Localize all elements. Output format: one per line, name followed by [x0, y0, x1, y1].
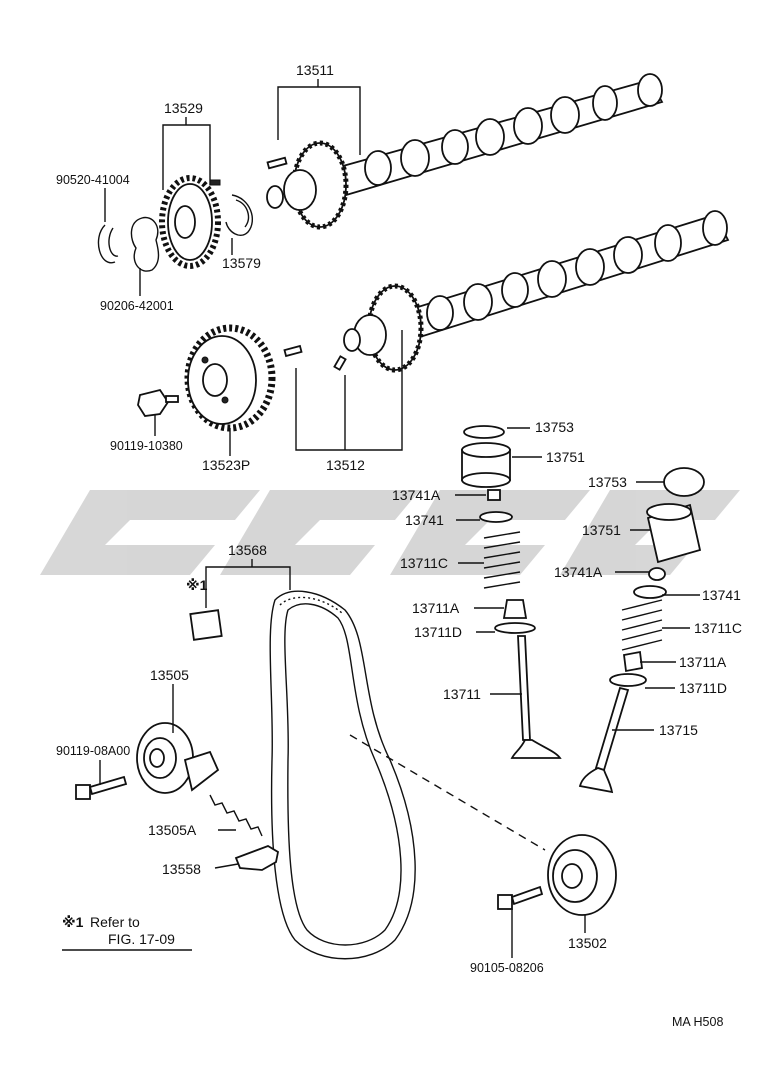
label-13505A: 13505A — [148, 822, 197, 838]
timing-belt-13568 — [269, 590, 416, 960]
snap-ring-13579 — [225, 194, 253, 236]
label-13558: 13558 — [162, 861, 201, 877]
idler-leader-dashed — [349, 734, 546, 851]
snap-ring-90520 — [97, 224, 119, 264]
idler-pulley-13502 — [547, 834, 617, 916]
note-mark-footer: ※1 — [62, 914, 84, 930]
note-refer-line2: FIG. 17-09 — [108, 931, 175, 947]
camshaft-upper — [266, 73, 664, 230]
pulley-13523P — [184, 324, 276, 432]
valve-13711 — [510, 635, 562, 759]
label-90520-41004: 90520-41004 — [56, 173, 130, 187]
keeper-13741A-b — [648, 567, 666, 581]
camshaft-lower — [343, 210, 730, 373]
label-13741-a: 13741 — [405, 512, 444, 528]
bolt-90119-10380 — [137, 388, 179, 417]
label-13741-b: 13741 — [702, 587, 741, 603]
spring-13711C-a — [483, 531, 521, 589]
tensioner-13505 — [136, 722, 220, 794]
pin-13512-b — [333, 355, 347, 371]
pin-13511 — [266, 156, 288, 170]
bolt-90119-08A00 — [75, 775, 128, 800]
label-13711A-b: 13711A — [679, 654, 727, 670]
lifter-13751-a — [461, 442, 511, 488]
retainer-13741-b — [633, 585, 667, 599]
valve-13715 — [578, 686, 630, 794]
seat-13711D-a — [494, 622, 536, 634]
label-13711C-a: 13711C — [400, 555, 448, 571]
note-block: ※1 Refer to FIG. 17-09 — [62, 914, 192, 951]
note-refer-line1: Refer to — [90, 914, 140, 930]
keeper-13741A-a — [487, 489, 501, 501]
retainer-13741-a — [479, 511, 513, 523]
leader-lines — [99, 79, 700, 958]
label-13523P: 13523P — [202, 457, 250, 473]
wave-washer-90206 — [130, 216, 160, 272]
label-13511: 13511 — [296, 62, 334, 78]
bracket-13558 — [234, 845, 280, 871]
label-13568: 13568 — [228, 542, 267, 558]
label-13512: 13512 — [326, 457, 365, 473]
label-90119-10380: 90119-10380 — [110, 439, 183, 453]
watermark-logo — [40, 490, 740, 575]
label-13751-a: 13751 — [546, 449, 585, 465]
label-90119-08A00: 90119-08A00 — [56, 744, 130, 758]
label-13751-b: 13751 — [582, 522, 621, 538]
label-13529: 13529 — [164, 100, 203, 116]
shim-13753-b — [663, 467, 705, 497]
label-90206-42001: 90206-42001 — [100, 299, 174, 313]
label-13741A-b: 13741A — [554, 564, 603, 580]
label-13711D-a: 13711D — [414, 624, 462, 640]
note-reference-square — [189, 609, 223, 641]
lifter-13751-b — [646, 503, 702, 564]
label-13711C-b: 13711C — [694, 620, 742, 636]
label-13753-b: 13753 — [588, 474, 627, 490]
footer-code: MA H508 — [672, 1015, 723, 1029]
label-13579: 13579 — [222, 255, 261, 271]
label-13711: 13711 — [443, 686, 481, 702]
shim-13753-a — [463, 425, 505, 439]
label-13711D-b: 13711D — [679, 680, 727, 696]
gear-13529 — [159, 175, 221, 269]
label-13753-a: 13753 — [535, 419, 574, 435]
pin-13512-a — [283, 344, 303, 358]
bolt-90105-08206 — [497, 885, 544, 910]
label-13502: 13502 — [568, 935, 607, 951]
label-90105-08206: 90105-08206 — [470, 961, 544, 975]
note-mark: ※1 — [186, 577, 208, 593]
seal-13711A-a — [502, 599, 528, 619]
seat-13711D-b — [609, 673, 647, 687]
label-13711A-a: 13711A — [412, 600, 460, 616]
label-13505: 13505 — [150, 667, 189, 683]
spring-13505A — [209, 794, 263, 837]
label-13741A-a: 13741A — [392, 487, 441, 503]
label-13715: 13715 — [659, 722, 698, 738]
spring-13711C-b — [621, 599, 663, 651]
seal-13711A-b — [623, 650, 643, 673]
